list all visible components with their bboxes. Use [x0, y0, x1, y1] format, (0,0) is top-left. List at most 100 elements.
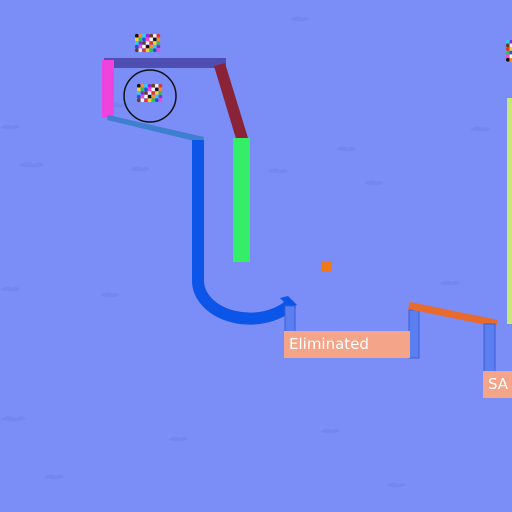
marble: [136, 91, 141, 95]
marble: [144, 94, 148, 99]
marble: [138, 33, 143, 38]
marble: [154, 83, 159, 88]
marble: [147, 91, 152, 95]
marble-cluster-icon: [505, 39, 512, 62]
left-post: [102, 60, 114, 118]
marble: [505, 43, 510, 48]
tube-lip: [280, 296, 297, 308]
marble: [152, 48, 157, 53]
diagonal-arm: [214, 63, 248, 142]
marble: [158, 98, 163, 103]
marble: [140, 87, 145, 92]
j-tube: [191, 140, 297, 325]
cloud-shape: [0, 124, 20, 130]
marble: [158, 94, 163, 99]
marble: [142, 48, 146, 53]
marble: [505, 57, 510, 62]
marble: [154, 98, 159, 103]
marble: [509, 54, 512, 59]
marble: [147, 94, 152, 99]
marble: [134, 37, 139, 42]
marble: [509, 43, 512, 48]
ring-icon: [123, 69, 177, 123]
marble: [154, 94, 159, 99]
sloped-ramp: [107, 115, 204, 143]
marble: [154, 91, 159, 95]
marble: [145, 41, 150, 45]
marble: [152, 37, 157, 42]
marble: [144, 83, 148, 88]
marble: [151, 98, 156, 103]
marble: [151, 91, 156, 95]
marble: [142, 44, 146, 49]
marble: [156, 41, 161, 45]
cloud-shape: [44, 474, 64, 480]
marble: [509, 50, 512, 55]
marble: [151, 83, 156, 88]
marble: [140, 83, 145, 88]
marble: [149, 33, 154, 38]
marble: [156, 33, 161, 38]
marble: [145, 44, 150, 49]
marble: [158, 87, 163, 92]
eliminated-bin-right-wall: [408, 309, 420, 359]
marble: [505, 39, 510, 44]
cloud-shape: [100, 292, 120, 298]
marble: [134, 41, 139, 45]
eliminated-bin-left-wall: [284, 305, 296, 333]
marble: [147, 98, 152, 103]
cloud-shape: [268, 168, 288, 174]
marble: [509, 47, 512, 51]
marble: [142, 37, 146, 42]
marble: [145, 48, 150, 53]
marble: [152, 33, 157, 38]
marble: [136, 83, 141, 88]
marble: [138, 44, 143, 49]
marble-cluster-icon: [134, 33, 161, 53]
marble: [136, 98, 141, 103]
marble: [156, 44, 161, 49]
marble: [138, 41, 143, 45]
background-clouds: [0, 16, 490, 488]
marble: [158, 91, 163, 95]
marble: [152, 44, 157, 49]
marble: [138, 48, 143, 53]
orange-ramp: [408, 302, 498, 327]
marble: [149, 44, 154, 49]
cloud-shape: [386, 482, 406, 488]
marble: [505, 50, 510, 55]
cloud-shape: [336, 146, 356, 152]
cloud-shape: [0, 415, 26, 422]
marble: [509, 57, 512, 62]
cloud-shape: [290, 16, 310, 22]
safe-bin-left-wall: [483, 323, 496, 373]
marble-cluster-icon: [136, 83, 163, 103]
marble: [149, 41, 154, 45]
falling-block: [321, 261, 332, 272]
cloud-shape: [364, 180, 384, 186]
cloud-shape: [130, 166, 150, 172]
marble: [140, 91, 145, 95]
cloud-shape: [440, 280, 460, 286]
marble: [154, 87, 159, 92]
marble: [144, 87, 148, 92]
marble: [505, 47, 510, 51]
marble: [149, 48, 154, 53]
marble: [158, 83, 163, 88]
marble: [144, 91, 148, 95]
marble: [136, 94, 141, 99]
marble: [145, 33, 150, 38]
marble: [140, 98, 145, 103]
marble: [151, 94, 156, 99]
marble: [151, 87, 156, 92]
marble: [509, 39, 512, 44]
marble: [156, 37, 161, 42]
marble: [147, 83, 152, 88]
cloud-shape: [0, 286, 20, 292]
marble: [149, 37, 154, 42]
marble: [144, 98, 148, 103]
marble: [142, 41, 146, 45]
green-post: [233, 138, 250, 262]
marble: [138, 37, 143, 42]
